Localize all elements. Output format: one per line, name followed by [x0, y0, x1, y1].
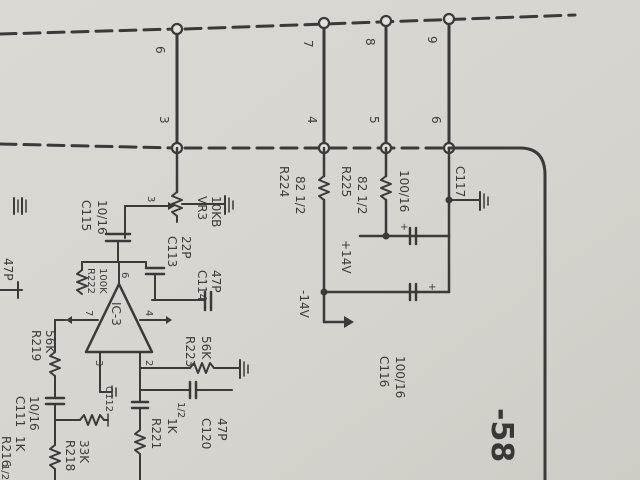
r222-resistor [76, 261, 119, 295]
pin-label-top-1: 6 [153, 46, 167, 54]
terminal-top-4 [442, 12, 456, 26]
c111-ref-label: C111 [13, 396, 27, 427]
c117-ref-label: C117 [453, 166, 467, 197]
c111-value-label: 10/16 [27, 396, 41, 431]
terminal-top-3 [379, 14, 393, 28]
c116-capacitor: + [408, 282, 436, 302]
r218-value-label: 33K [77, 440, 91, 464]
r225-resistor [380, 146, 392, 238]
svg-text:+: + [428, 282, 436, 293]
r219-resistor [49, 319, 67, 399]
pos-supply-label: +14V [339, 240, 353, 274]
ground-bus-right [447, 146, 547, 480]
r221-value-label: 1K [165, 418, 179, 435]
r216-value-label: 1K [13, 436, 27, 453]
r219-ref-label: R219 [29, 330, 43, 361]
c117-capacitor: + [400, 222, 418, 246]
pin-label-bottom-1: 3 [157, 116, 171, 124]
opamp-pin-label-a: 3 [93, 360, 104, 366]
r224-value-label: 82 1/2 [293, 176, 307, 214]
c-top-cut-capacitor [0, 197, 27, 299]
c115-capacitor [104, 232, 132, 263]
neg-supply-label: -14V [297, 290, 311, 319]
c114-ref-label: C114 [195, 270, 209, 301]
c120-value-label: 47P [215, 418, 229, 441]
c115-ref-label: C115 [79, 200, 93, 231]
terminal-top-1 [170, 22, 184, 36]
c114-value-label: 47P [209, 270, 223, 293]
pin-label-bottom-3: 5 [367, 116, 381, 124]
vr3-potentiometer [124, 146, 234, 239]
r224-ref-label: R224 [277, 166, 291, 197]
opamp-pin-label-c: 6 [119, 272, 130, 278]
r223-resistor [139, 359, 249, 379]
opamp-pin-label-e: 4 [143, 310, 154, 316]
c112-capacitor [99, 367, 117, 399]
pin-label-bottom-2: 4 [305, 116, 319, 124]
c-top-cut-value-label: 47P [1, 258, 15, 281]
pin-label-top-2: 7 [301, 40, 315, 48]
r218-resistor [54, 413, 109, 427]
r222-value-label: 100K [97, 268, 108, 294]
c111-capacitor [44, 396, 66, 431]
page-number-label: -58 [484, 408, 519, 462]
c117-value-label: 100/16 [397, 170, 411, 212]
r223-value-label: 56K [199, 336, 213, 360]
r225-value-label: 82 1/2 [355, 176, 369, 214]
pin-label-top-3: 8 [363, 38, 377, 46]
r216-ref-label: R216 [0, 436, 13, 467]
r218-ref-label: R218 [63, 440, 77, 471]
opamp-ref-label: IC-3 [109, 302, 123, 326]
c112-ref-label: C112 [103, 386, 114, 412]
r216-resistor [49, 429, 61, 480]
vr3-ref-label: VR3 [195, 196, 209, 220]
c114-capacitor [151, 290, 213, 312]
r222-ref-label: R222 [85, 268, 96, 294]
c116-value-label: 100/16 [393, 356, 407, 398]
pin-label-bottom-4: 6 [429, 116, 443, 124]
c120-capacitor [139, 380, 233, 400]
svg-text:+: + [400, 222, 408, 233]
pos-supply-rail [358, 146, 489, 294]
r219-value-label: 56K [43, 330, 57, 354]
vr3-pin-label: 3 [145, 196, 156, 202]
c116-ref-label: C116 [377, 356, 391, 387]
c113-ref-label: C113 [165, 236, 179, 267]
c115-value-label: 10/16 [95, 200, 109, 235]
r221-rating-label: 1/2 [175, 402, 186, 418]
r223-ref-label: R223 [183, 336, 197, 367]
c113-capacitor [117, 261, 166, 301]
connector-verticals [175, 17, 451, 150]
c113-value-label: 22P [179, 236, 193, 259]
r216-rating-label: 1/2 [0, 464, 10, 480]
terminal-top-2 [317, 16, 331, 30]
pin-label-top-4: 9 [425, 36, 439, 44]
r221-ref-label: R221 [149, 418, 163, 449]
r221-resistor [130, 367, 150, 480]
r224-resistor [318, 146, 330, 294]
opamp-pin-label-d: 7 [83, 310, 94, 316]
r225-ref-label: R225 [339, 166, 353, 197]
vr3-value-label: 10KB [209, 196, 223, 227]
opamp-pin-label-b: 2 [143, 360, 154, 366]
neg-supply-rail [320, 288, 451, 328]
c120-ref-label: C120 [199, 418, 213, 449]
ground-symbol-top-left [13, 197, 19, 215]
opamp-ic3 [66, 261, 172, 369]
